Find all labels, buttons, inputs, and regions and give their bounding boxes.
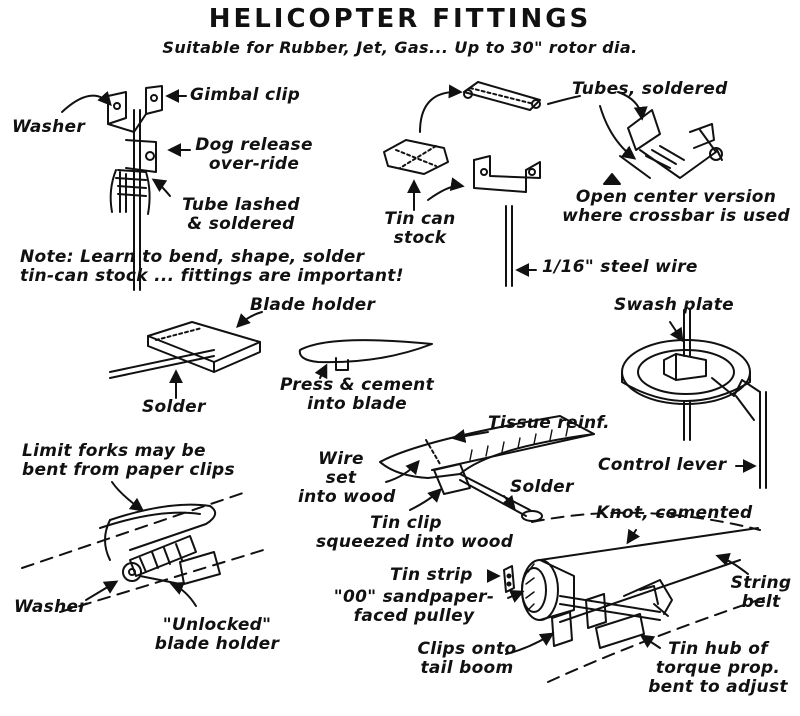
note-text: Note: Learn to bend, shape, solder tin-c… <box>20 248 404 286</box>
swash-plate-drawing <box>621 309 767 489</box>
label-open-center-line2: where crossbar is used <box>562 206 790 226</box>
label-string-belt-line1: String <box>730 573 792 593</box>
label-tin-strip: Tin strip <box>390 565 473 585</box>
label-wire-set: Wire set into wood <box>298 449 396 507</box>
tin-stock-to-tubes-arrow <box>419 84 463 133</box>
tubes-soldered-arrow-2 <box>599 105 637 160</box>
u-bracket-drawing <box>473 155 541 193</box>
label-tin-can-stock-line2: stock <box>393 228 447 248</box>
label-tube-lashed-line1: Tube lashed <box>182 195 300 215</box>
label-blade-holder: Blade holder <box>250 295 376 315</box>
washer-top-arrow <box>61 90 112 113</box>
label-solder-mid: Solder <box>510 477 574 497</box>
solder-mid-arrow <box>501 494 516 511</box>
label-washer-bottom: Washer <box>14 597 88 617</box>
tin-can-stock-arrow-2 <box>427 177 465 201</box>
label-swash-plate: Swash plate <box>614 295 734 315</box>
label-tin-hub: Tin hub of torque prop. bent to adjust <box>640 640 796 697</box>
diagram-subtitle: Suitable for Rubber, Jet, Gas... Up to 3… <box>162 38 638 57</box>
label-tin-hub-line1: Tin hub of <box>668 639 768 659</box>
label-dog-release-line2: over-ride <box>208 154 300 174</box>
label-open-center-line1: Open center version <box>575 187 777 207</box>
rotor-blade-drawing <box>379 415 595 522</box>
tube-lashed-arrow <box>151 178 171 197</box>
label-clips-onto: Clips onto tail boom <box>412 640 522 678</box>
tubes-leader <box>547 95 581 105</box>
open-center-drawing <box>619 109 723 179</box>
press-insert-drawing <box>298 339 433 371</box>
label-unlocked-holder: "Unlocked" blade holder <box>150 616 284 654</box>
label-tubes-soldered: Tubes, soldered <box>572 79 728 99</box>
blade-holder-arrow <box>236 311 263 328</box>
clips-onto-arrow <box>505 632 555 655</box>
gimbal-shaft-drawing <box>107 85 163 291</box>
label-tin-can-stock-line1: Tin can <box>384 209 456 229</box>
note-line1: Note: Learn to bend, shape, solder <box>20 247 365 267</box>
label-tin-clip-line1: Tin clip <box>370 513 442 533</box>
knot-cemented-arrow <box>626 528 641 545</box>
label-tin-clip: Tin clip squeezed into wood <box>316 513 514 552</box>
label-tube-lashed: Tube lashed & soldered <box>176 196 306 234</box>
label-limit-forks-line1: Limit forks may be <box>22 441 206 461</box>
label-string-belt-line2: belt <box>741 592 781 612</box>
label-knot-cemented: Knot, cemented <box>596 503 753 523</box>
press-cement-arrow <box>314 363 328 380</box>
label-tissue-reinf: Tissue reinf. <box>488 413 610 433</box>
label-steel-wire: 1/16" steel wire <box>542 257 698 277</box>
label-limit-forks: Limit forks may be bent from paper clips <box>22 442 235 480</box>
label-unlocked-line2: blade holder <box>154 634 280 654</box>
label-washer-top: Washer <box>12 117 86 137</box>
tubes-soldered-arrow-1 <box>617 91 648 121</box>
label-clips-onto-line1: Clips onto <box>417 639 517 659</box>
steel-wire-drawing <box>505 205 513 287</box>
string-belt-arrow <box>715 552 749 575</box>
wire-set-arrow <box>385 459 420 483</box>
label-wire-set-line2: set <box>325 468 357 488</box>
label-tube-lashed-line2: & soldered <box>187 214 295 234</box>
blade-holder-drawing <box>109 321 261 379</box>
label-sandpaper-pulley: "00" sandpaper- faced pulley <box>326 588 502 626</box>
tin-hub-arrow <box>639 634 661 649</box>
label-tin-hub-line2: torque prop. <box>655 658 781 678</box>
tubes-soldered-drawing <box>463 81 541 111</box>
unlocked-arrow <box>169 581 197 607</box>
pulley-arrow <box>507 589 525 603</box>
label-solder-left: Solder <box>142 397 206 417</box>
label-dog-release: Dog release over-ride <box>194 136 314 174</box>
label-open-center: Open center version where crossbar is us… <box>556 188 796 226</box>
tin-clip-arrow <box>409 488 442 511</box>
label-string-belt: String belt <box>726 574 796 612</box>
label-clips-onto-line2: tail boom <box>420 658 514 678</box>
limit-forks-arrow <box>111 481 145 512</box>
label-control-lever: Control lever <box>598 455 727 475</box>
label-press-cement-line2: into blade <box>307 394 407 414</box>
label-wire-set-line1: Wire <box>318 449 364 469</box>
label-unlocked-line1: "Unlocked" <box>162 615 272 635</box>
tin-can-stock-drawing <box>383 139 449 175</box>
label-gimbal-clip: Gimbal clip <box>190 85 301 105</box>
open-center-marker <box>603 173 621 185</box>
label-dog-release-line1: Dog release <box>195 135 313 155</box>
label-sandpaper-line1: "00" sandpaper- <box>333 587 495 607</box>
label-tin-can-stock: Tin can stock <box>378 210 462 248</box>
washer-bottom-arrow <box>85 580 119 601</box>
label-press-cement-line1: Press & cement <box>279 375 435 395</box>
label-sandpaper-line2: faced pulley <box>353 606 475 626</box>
label-tin-hub-line3: bent to adjust <box>648 677 788 697</box>
label-limit-forks-line2: bent from paper clips <box>22 460 235 480</box>
diagram-title: HELICOPTER FITTINGS <box>208 4 592 34</box>
label-press-cement: Press & cement into blade <box>272 376 442 414</box>
note-line2: tin-can stock ... fittings are important… <box>20 266 404 286</box>
tissue-reinf-arrow <box>451 429 489 443</box>
swash-plate-arrow <box>669 321 684 343</box>
label-tin-clip-line2: squeezed into wood <box>316 532 514 552</box>
label-wire-set-line3: into wood <box>298 487 396 507</box>
unlocked-holder-drawing <box>21 491 271 613</box>
